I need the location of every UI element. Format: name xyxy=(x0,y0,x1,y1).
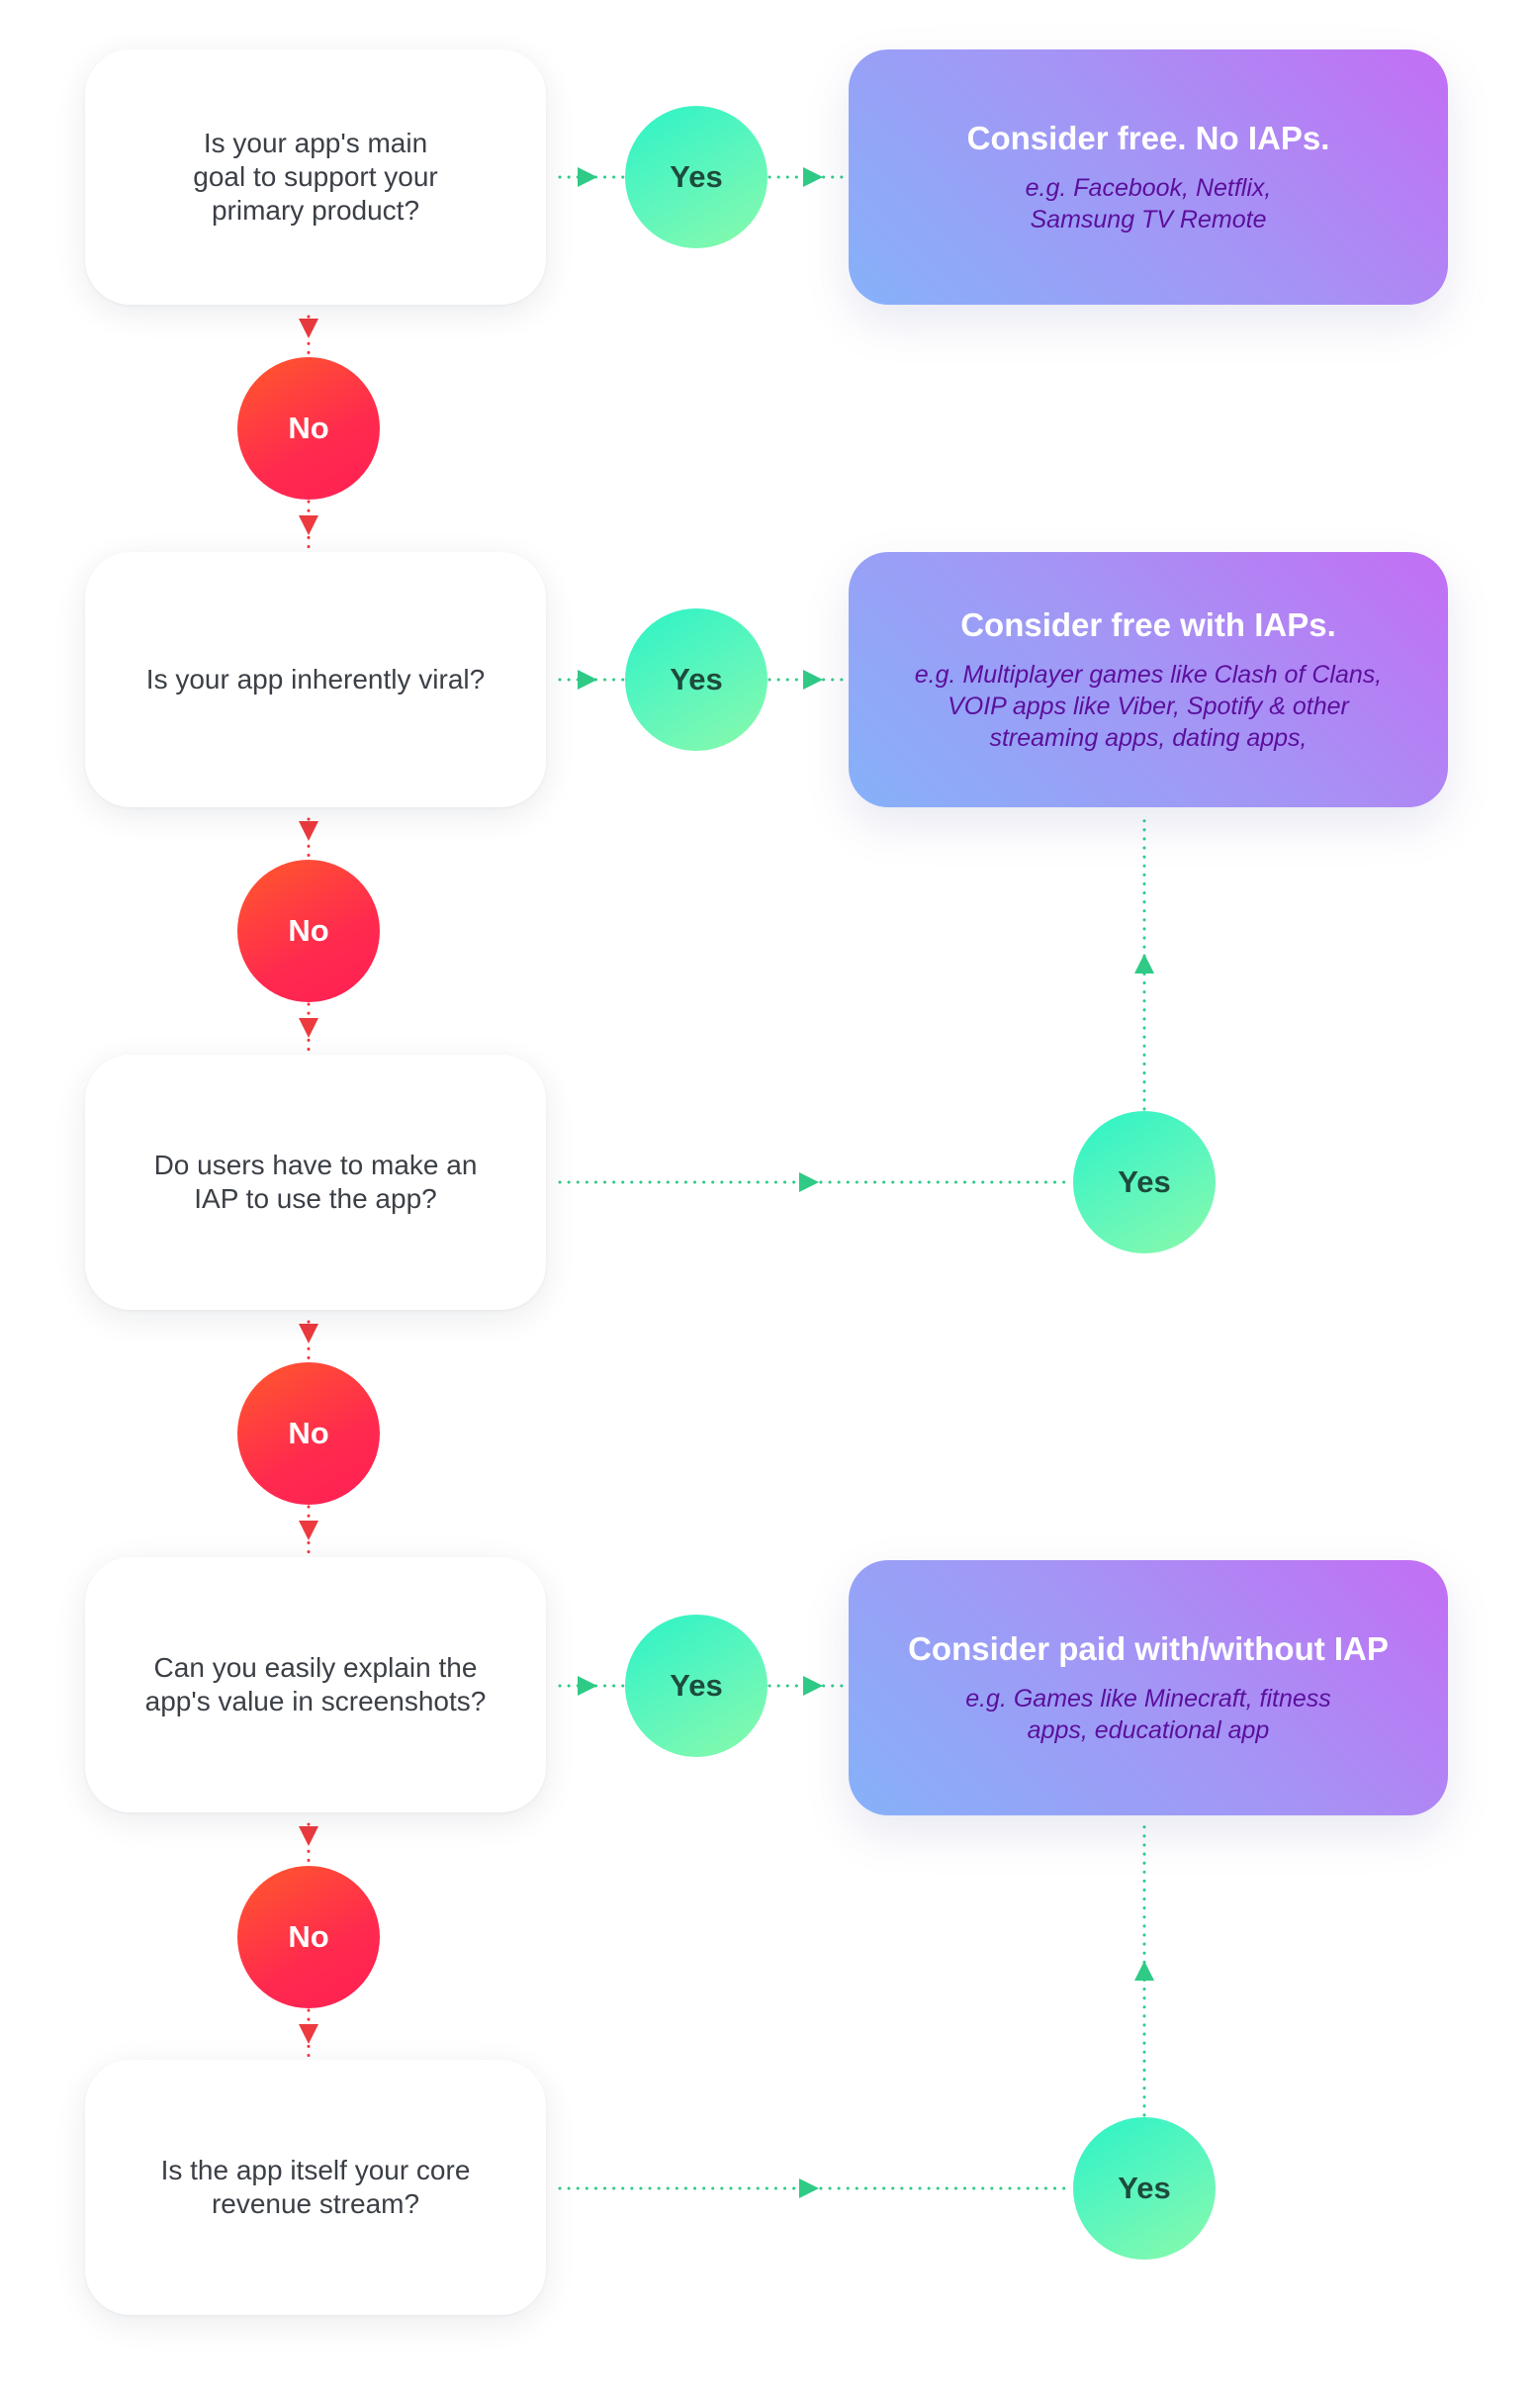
question-text: Is your app inherently viral? xyxy=(145,664,486,695)
question-box-iap-required: Do users have to make an IAP to use the … xyxy=(85,1055,546,1310)
question-text: Do users have to make an IAP to use the … xyxy=(153,1150,478,1214)
arrowheads xyxy=(299,167,1154,2198)
no-node: No xyxy=(237,860,380,1002)
down-arrow-head xyxy=(299,1826,318,1846)
result-examples: e.g. Games like Minecraft, fitness apps,… xyxy=(965,1685,1331,1744)
question-text: Is your app's main goal to support your … xyxy=(193,128,438,226)
right-arrow-head xyxy=(803,670,823,690)
result-examples: e.g. Multiplayer games like Clash of Cla… xyxy=(914,661,1383,752)
no-node: No xyxy=(237,1362,380,1505)
question-text: Is the app itself your core revenue stre… xyxy=(160,2155,471,2219)
result-examples: e.g. Facebook, Netflix, Samsung TV Remot… xyxy=(1025,174,1272,233)
down-arrow-head xyxy=(299,821,318,841)
right-arrow-head xyxy=(578,167,597,187)
down-arrow-head xyxy=(299,1521,318,1540)
yes-node: Yes xyxy=(1073,1111,1216,1253)
result-title: Consider free. No IAPs. xyxy=(966,120,1330,156)
down-arrow-head xyxy=(299,1018,318,1038)
no-node: No xyxy=(237,357,380,500)
right-arrow-head xyxy=(803,167,823,187)
up-arrow-head xyxy=(1134,1961,1154,1981)
yes-node: Yes xyxy=(625,106,768,248)
yes-node: Yes xyxy=(625,1615,768,1757)
up-arrow-head xyxy=(1134,954,1154,973)
down-arrow-head xyxy=(299,319,318,338)
right-arrow-head xyxy=(799,2178,819,2198)
question-box-revenue-stream: Is the app itself your core revenue stre… xyxy=(85,2060,546,2315)
right-arrow-head xyxy=(799,1172,819,1192)
result-box-free-with-iap: Consider free with IAPs. e.g. Multiplaye… xyxy=(849,552,1448,807)
question-box-main-goal: Is your app's main goal to support your … xyxy=(85,49,546,305)
right-arrow-head xyxy=(578,670,597,690)
question-box-screenshots: Can you easily explain the app's value i… xyxy=(85,1557,546,1812)
result-title: Consider paid with/without IAP xyxy=(908,1630,1389,1667)
result-title: Consider free with IAPs. xyxy=(960,606,1336,643)
question-text: Can you easily explain the app's value i… xyxy=(144,1652,487,1716)
result-box-paid: Consider paid with/without IAP e.g. Game… xyxy=(849,1560,1448,1815)
result-box-free-no-iap: Consider free. No IAPs. e.g. Facebook, N… xyxy=(849,49,1448,305)
no-node: No xyxy=(237,1866,380,2008)
right-arrow-head xyxy=(578,1676,597,1696)
question-box-viral: Is your app inherently viral? xyxy=(85,552,546,807)
yes-node: Yes xyxy=(1073,2117,1216,2260)
down-arrow-head xyxy=(299,515,318,535)
yes-node: Yes xyxy=(625,608,768,751)
down-arrow-head xyxy=(299,2024,318,2044)
down-arrow-head xyxy=(299,1324,318,1343)
right-arrow-head xyxy=(803,1676,823,1696)
